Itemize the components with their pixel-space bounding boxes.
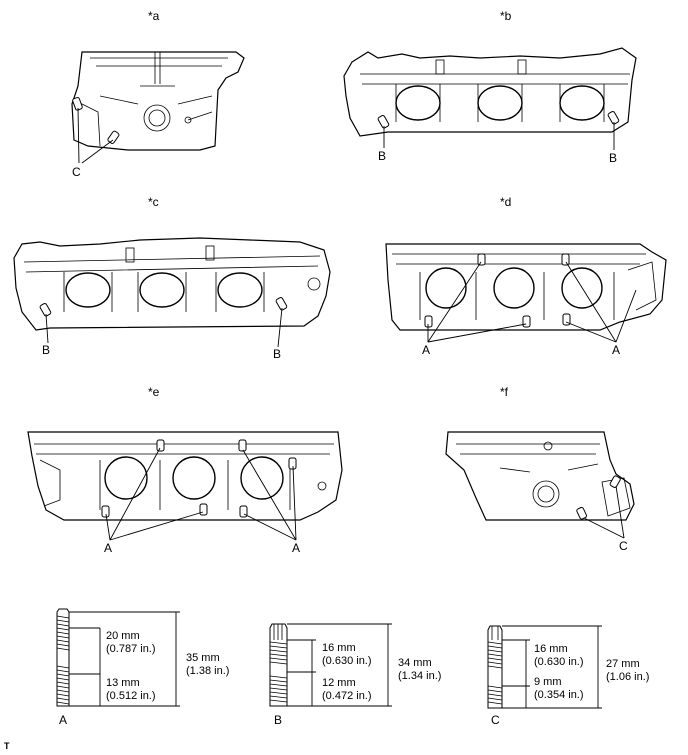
view-b-leader bbox=[383, 122, 615, 150]
view-f-cylinder-head bbox=[445, 431, 635, 521]
view-e-leader bbox=[105, 447, 297, 541]
stud-c-total-in: (1.06 in.) bbox=[606, 671, 650, 683]
stud-b-upper-in: (0.630 in.) bbox=[322, 655, 372, 667]
view-e-tag: *e bbox=[148, 385, 160, 399]
view-c-cylinder-head bbox=[13, 237, 331, 331]
stud-b-total-mm: 34 mm bbox=[398, 657, 432, 669]
view-f-callout-c: C bbox=[619, 539, 628, 553]
stud-a-total-mm: 35 mm bbox=[186, 652, 220, 664]
view-b-tag: *b bbox=[500, 9, 512, 23]
stud-a-upper-in: (0.787 in.) bbox=[106, 643, 156, 655]
view-e-callout-a-left: A bbox=[104, 541, 113, 555]
view-e-cylinder-head bbox=[27, 431, 343, 521]
view-a-tag: *a bbox=[148, 9, 160, 23]
stud-a-drawing bbox=[56, 608, 180, 707]
stud-b-drawing bbox=[269, 623, 392, 707]
view-d-callout-a-left: A bbox=[422, 343, 431, 357]
stud-c-lower-mm: 9 mm bbox=[534, 676, 562, 688]
stud-b-label: B bbox=[274, 713, 283, 727]
view-e-callout-a-right: A bbox=[292, 541, 301, 555]
view-d-studs bbox=[424, 253, 571, 328]
view-a-callout-c: C bbox=[72, 165, 81, 179]
view-d-cylinder-head bbox=[385, 243, 667, 331]
stud-c-drawing bbox=[487, 625, 602, 709]
stud-a-label: A bbox=[59, 713, 68, 727]
stud-a-lower-in: (0.512 in.) bbox=[106, 690, 156, 702]
stud-b-lower-mm: 12 mm bbox=[322, 677, 356, 689]
view-d-callout-a-right: A bbox=[612, 343, 621, 357]
view-c-studs bbox=[39, 297, 288, 317]
view-a-cylinder-head bbox=[71, 51, 245, 151]
stud-b-lower-in: (0.472 in.) bbox=[322, 690, 372, 702]
stud-a-lower-mm: 13 mm bbox=[106, 677, 140, 689]
stud-c-label: C bbox=[491, 713, 500, 727]
stud-c-upper-mm: 16 mm bbox=[534, 643, 568, 655]
view-c-leader bbox=[45, 307, 283, 348]
corner-mark: T bbox=[4, 741, 10, 751]
stud-b-total-in: (1.34 in.) bbox=[398, 670, 442, 682]
view-c-tag: *c bbox=[148, 195, 159, 209]
view-f-tag: *f bbox=[500, 385, 509, 399]
stud-a-total-in: (1.38 in.) bbox=[186, 665, 230, 677]
view-f-leader bbox=[583, 485, 625, 539]
view-a-leader bbox=[77, 107, 114, 164]
stud-c-upper-in: (0.630 in.) bbox=[534, 656, 584, 668]
view-b-callout-b-right: B bbox=[609, 151, 618, 165]
view-c-callout-b-left: B bbox=[42, 343, 51, 357]
view-d-tag: *d bbox=[500, 195, 512, 209]
stud-a-upper-mm: 20 mm bbox=[106, 630, 140, 642]
view-c-callout-b-right: B bbox=[273, 347, 282, 361]
view-b-callout-b-left: B bbox=[378, 149, 387, 163]
stud-c-lower-in: (0.354 in.) bbox=[534, 689, 584, 701]
view-b-studs bbox=[377, 111, 620, 129]
stud-c-total-mm: 27 mm bbox=[606, 658, 640, 670]
stud-b-upper-mm: 16 mm bbox=[322, 642, 356, 654]
view-d-leader bbox=[427, 261, 637, 343]
view-b-cylinder-head bbox=[343, 47, 637, 137]
